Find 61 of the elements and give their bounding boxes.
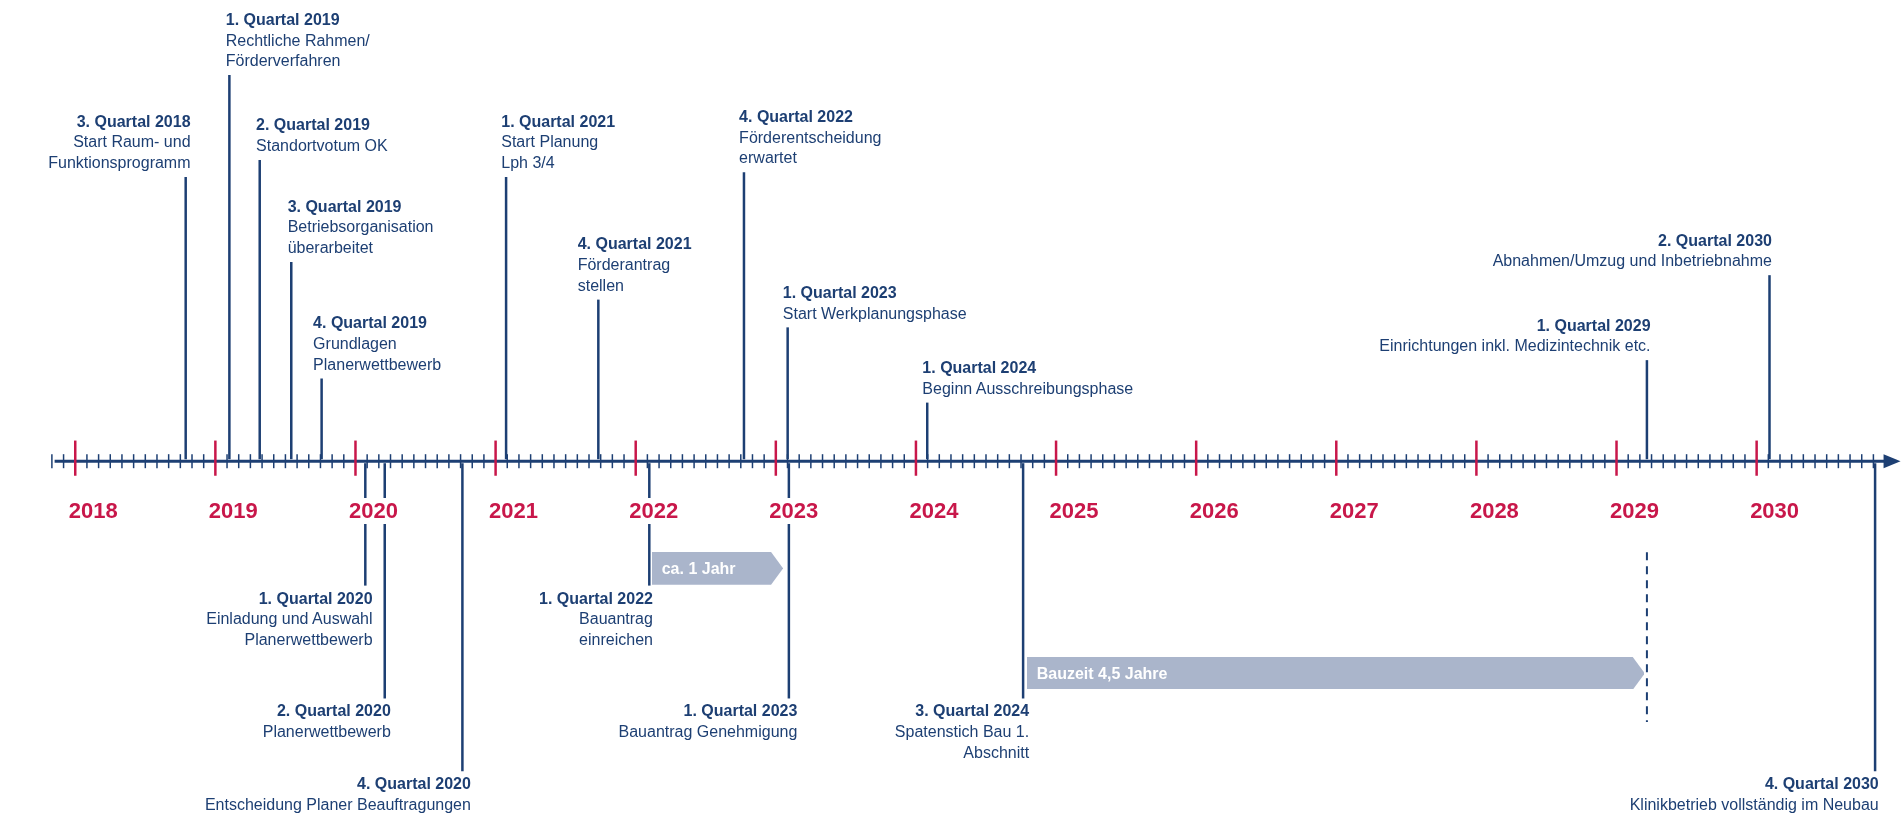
leader-line [290, 262, 293, 460]
milestone-date: 4. Quartal 2022 [739, 106, 854, 127]
milestone-date: 1. Quartal 2022 [538, 588, 653, 609]
leader-line [926, 402, 929, 460]
milestone-date: 4. Quartal 2020 [356, 774, 471, 795]
leader-line [320, 378, 323, 460]
milestone-date: 1. Quartal 2029 [1535, 315, 1651, 336]
leader-line [786, 327, 789, 460]
milestone-text: Start Werkplanungsphase [782, 303, 968, 324]
milestone-text: Bauantrag Genehmigung [617, 722, 798, 743]
milestone-date: 3. Quartal 2018 [75, 111, 191, 132]
milestone-date: 1. Quartal 2023 [682, 701, 798, 722]
leader-line [1021, 463, 1025, 699]
leader-line [228, 75, 231, 460]
milestone-date: 1. Quartal 2020 [257, 588, 373, 609]
year-label: 2023 [767, 497, 821, 524]
milestone-text: Klinikbetrieb vollständig im Neubau [1628, 795, 1879, 816]
milestone-date: 1. Quartal 2019 [225, 9, 341, 30]
leader-line [184, 177, 187, 460]
leader-line [258, 159, 261, 460]
leader-line [1645, 360, 1649, 460]
milestone-text: Einladung und Auswahl Planerwettbewerb [205, 609, 373, 651]
leader-line [504, 177, 508, 460]
milestone-date: 1. Quartal 2021 [501, 111, 617, 132]
milestone-text: Start Raum- und Funktionsprogramm [47, 132, 191, 174]
duration-label: Bauzeit 4,5 Jahre [1035, 663, 1168, 684]
milestone-text: Start Planung Lph 3/4 [501, 132, 600, 174]
leader-line [787, 463, 791, 699]
milestone-text: Förderantrag stellen [577, 255, 672, 296]
milestone-text: Rechtliche Rahmen/ Förderverfahren [225, 30, 371, 72]
milestone-text: Einrichtungen inkl. Medizintechnik etc. [1378, 336, 1651, 357]
milestone-date: 1. Quartal 2024 [922, 358, 1038, 378]
milestone-date: 2. Quartal 2020 [275, 701, 391, 722]
leader-line [1873, 463, 1877, 772]
milestone-text: Abnahmen/Umzug und Inbetriebnahme [1491, 251, 1772, 272]
milestone-text: Entscheidung Planer Beauftragungen [203, 795, 471, 816]
milestone-date: 2. Quartal 2030 [1657, 230, 1772, 251]
milestone-date: 3. Quartal 2019 [287, 196, 403, 217]
milestone-text: Standortvotum OK [256, 136, 389, 157]
milestone-text: Grundlagen Planerwettbewerb [313, 333, 443, 375]
milestone-date: 4. Quartal 2030 [1763, 774, 1879, 795]
year-label: 2022 [627, 497, 681, 524]
milestone-date: 1. Quartal 2023 [782, 282, 898, 303]
milestone-text: Förderentscheidung erwartet [739, 127, 883, 169]
leader-line [597, 299, 600, 460]
milestone-text: Betriebsorganisation überarbeitet [287, 217, 435, 259]
milestone-date: 4. Quartal 2021 [577, 234, 693, 255]
year-label: 2020 [346, 497, 400, 524]
milestone-date: 2. Quartal 2019 [256, 115, 371, 136]
milestone-text: Spatenstich Bau 1. Abschnitt [893, 722, 1030, 764]
leader-line [461, 463, 464, 772]
leader-line [1768, 275, 1771, 460]
milestone-text: Beginn Ausschreibungsphase [922, 378, 1135, 399]
duration-label: ca. 1 Jahr [660, 559, 736, 580]
milestone-date: 3. Quartal 2024 [914, 701, 1030, 722]
milestone-date: 4. Quartal 2019 [313, 313, 428, 334]
duration-arrow [651, 552, 783, 585]
leader-line [383, 463, 386, 699]
milestone-text: Bauantrag einreichen [578, 609, 653, 651]
leader-line [742, 172, 746, 460]
milestone-text: Planerwettbewerb [261, 722, 391, 743]
